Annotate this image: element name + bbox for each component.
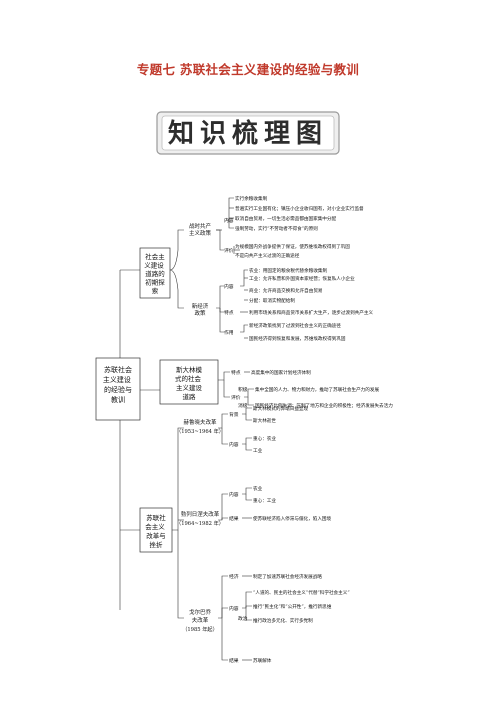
gb-politics-2: 推行“民主化”和“公开性”，推行新思维 xyxy=(253,603,332,610)
wcomm-eval-1: 为规模国内外战争提供了保证，使苏维埃政权得到了巩固 xyxy=(235,243,350,250)
nep-feature-tag: 特点 xyxy=(224,309,234,316)
wcomm-eval-tag: 评价 xyxy=(224,247,234,254)
gorbachev-label: 戈尔巴乔夫改革 xyxy=(189,608,212,624)
nep-content-4: 分配：取消实物配给制 xyxy=(249,297,295,304)
wcomm-label: 战时共产主义政策 xyxy=(189,222,212,237)
gb-politics-3: 推行政治多元化、实行多党制 xyxy=(253,617,313,624)
khrushchev-years: （1953~1964 年） xyxy=(176,427,224,435)
nep-role-1: 新经济政策找到了过渡到社会主义的正确途径 xyxy=(249,322,341,329)
khr-content-1: 重心：农业 xyxy=(253,435,276,442)
banner-text: 知识梳理图 xyxy=(168,118,328,149)
nep-feature: 利用市场关系和商品货币关系扩大生产，逐步过渡到共产主义 xyxy=(249,309,373,316)
b2-feature: 高度集中的国家计划经济体制 xyxy=(251,369,311,376)
wcomm-content-tag: 内容 xyxy=(224,217,234,224)
connector-lines xyxy=(119,197,254,661)
branch2-box xyxy=(159,359,219,405)
khr-bg-2: 斯大林逝世 xyxy=(253,417,276,424)
b2-pos-tag: 积极 xyxy=(238,386,248,393)
gb-content-tag: 内容 xyxy=(229,605,239,612)
gb-result: 苏联解体 xyxy=(253,657,272,664)
khr-content-2: 工业 xyxy=(253,447,263,454)
branch3-box xyxy=(139,507,173,553)
b2-eval-tag: 评价 xyxy=(231,394,241,401)
branch3-label: 苏联社会主义 改革与挫折 xyxy=(145,513,167,549)
gb-result-tag: 结果 xyxy=(229,657,239,664)
khr-bg-tag: 背景 xyxy=(229,411,239,418)
wcomm-content-1: 实行余粮收集制 xyxy=(235,195,268,202)
wcomm-content-4: 强制劳动，实行“不劳动者不得食”的原则 xyxy=(235,225,318,232)
nep-content-1: 农业：用固定的粮食税代替余粮收集制 xyxy=(249,267,328,274)
brz-content-1: 农业 xyxy=(253,485,263,492)
section-banner: 知识梳理图 xyxy=(156,111,340,155)
b2-neg-tag: 消极 xyxy=(238,402,248,409)
brz-result: 使苏联经济陷入停滞与僵化，陷入困境 xyxy=(253,515,332,522)
wcomm-eval-2: 不是向共产主义过渡的正确途径 xyxy=(235,252,300,259)
b2-neg: 国民经济比例失调；压制了地方和企业的积极性；经济发展失去活力 xyxy=(255,402,393,409)
nep-role-tag: 作用 xyxy=(224,329,234,336)
khr-content-tag: 内容 xyxy=(229,441,239,448)
branch1-label: 社会主义建设 道路的初期探索 xyxy=(144,252,166,295)
gb-politics-tag: 政治 xyxy=(238,615,248,622)
nep-role-2: 国民经济得到恢复和发展，苏维埃政权得到巩固 xyxy=(249,335,346,342)
page-title: 专题七 苏联社会主义建设的经验与教训 xyxy=(136,62,360,77)
khr-bg-1: 斯大林模式的弊端日益显现 xyxy=(253,405,309,412)
brz-content-2: 重心：工业 xyxy=(253,497,276,504)
nep-label: 新经济政策 xyxy=(192,302,209,317)
branch1-box xyxy=(139,247,171,299)
nep-content-tag: 内容 xyxy=(224,283,234,290)
gb-econ-tag: 经济 xyxy=(229,573,239,580)
wcomm-content-3: 取消自由贸易，一切生活必需品都由国家集中分配 xyxy=(235,215,336,222)
branch2-label: 斯大林模式的社会 主义建设道路 xyxy=(175,365,203,401)
brezhnev-label: 勃列日涅夫改革 xyxy=(181,510,220,518)
b2-pos: 集中全国的人力、物力和财力，推动了苏联社会生产力的发展 xyxy=(255,386,379,393)
wcomm-content-2: 普遍实行工业国有化；镇压小企业收归国有，对小企业实行监督 xyxy=(235,205,364,212)
gb-econ: 制定了加速苏联社会经济发展战略 xyxy=(253,573,322,580)
gb-politics-1: “人道的、民主的社会主义”代替“科学社会主义” xyxy=(253,589,350,596)
knowledge-mindmap: 苏联社会主义建设 的经验与教训 社会主义建设 道路的初期探索 战时共产主义政策 … xyxy=(95,195,393,664)
root-node: 苏联社会主义建设 的经验与教训 xyxy=(103,365,133,404)
nep-content-2: 工业：允许私营和外国资本家经营；恢复私人小企业 xyxy=(249,275,355,282)
root-node-box xyxy=(95,357,141,421)
khrushchev-label: 赫鲁晓夫改革 xyxy=(183,418,217,426)
brz-content-tag: 内容 xyxy=(229,491,239,498)
brz-result-tag: 结果 xyxy=(229,515,239,522)
brezhnev-years: （1964~1982 年） xyxy=(176,519,224,527)
b2-feature-tag: 特点 xyxy=(231,369,241,376)
gorbachev-years: （1985 年起） xyxy=(182,625,218,633)
nep-content-3: 商业：允许商品交换和允许自由贸易 xyxy=(249,287,323,294)
